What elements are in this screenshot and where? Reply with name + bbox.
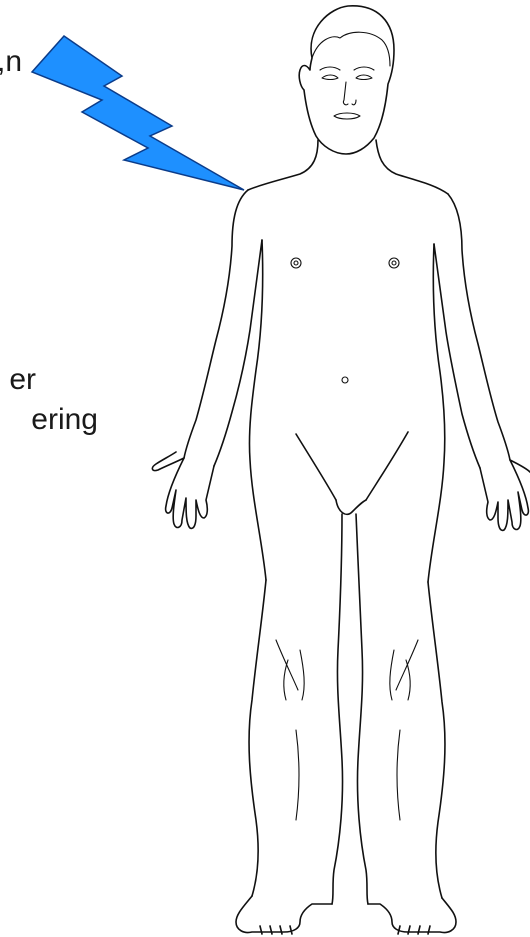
right-leg-outer [428,582,445,898]
torso-right [428,244,445,582]
nose [343,82,356,105]
left-nipple [291,258,301,268]
left-brow [320,67,340,70]
left-knee [276,640,304,700]
navel [342,377,348,383]
torso-left [249,240,266,580]
lightning-bolt-icon [32,36,244,190]
groin-right [366,432,408,500]
right-foot [368,898,456,934]
head-outline [299,6,394,154]
left-hand [152,452,214,528]
left-foot [236,896,332,934]
right-arm-outer [448,194,510,460]
right-leg-inner [356,514,368,904]
left-arm-outer [184,190,248,458]
left-shin [296,730,299,820]
left-leg-outer [249,580,266,896]
mouth [334,113,360,119]
right-eye [356,75,372,80]
neck-left [248,140,318,190]
right-nipple [389,258,399,268]
human-figure [152,6,530,934]
genital-outline [336,500,366,514]
right-brow [354,67,374,70]
neck-right [376,140,448,194]
right-arm-inner [434,244,480,468]
right-knee [390,640,418,700]
groin-left [296,434,336,500]
right-hand [480,460,530,530]
left-arm-inner [214,240,262,466]
left-leg-inner [332,514,343,904]
left-eye [322,75,338,80]
right-shin [397,730,400,820]
hairline [312,32,390,66]
